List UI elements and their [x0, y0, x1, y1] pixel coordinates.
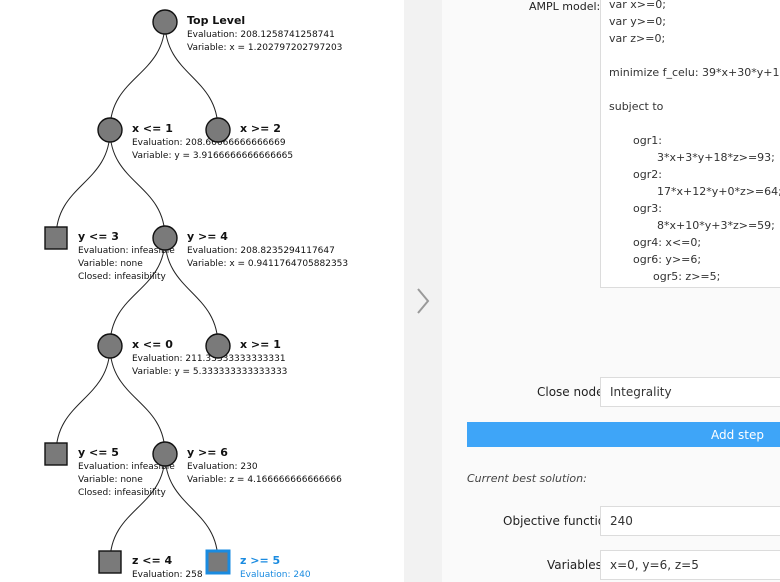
tree-node-detail: Evaluation: 208.8235294117647 — [187, 246, 335, 256]
tree-node-detail: Variable: y = 5.333333333333333 — [132, 367, 287, 377]
tree-edge — [164, 237, 219, 347]
ampl-line: ogr3: — [633, 202, 662, 215]
tree-node-title: z >= 5 — [240, 554, 280, 567]
tree-edge — [109, 129, 166, 239]
tree-edge — [55, 345, 111, 455]
tree-node-detail: Variable: none — [78, 475, 143, 485]
tree-node-title: y >= 4 — [187, 230, 228, 243]
tree-node-detail: Closed: infeasibility — [78, 488, 166, 498]
best-solution-title: Current best solution: — [467, 472, 587, 485]
ampl-line: ogr5: z>=5; — [653, 270, 721, 283]
tree-node-root[interactable] — [152, 9, 178, 35]
tree-edge — [109, 453, 166, 563]
tree-node-detail: Variable: x = 0.9411764705882353 — [187, 259, 348, 269]
tree-node-n1[interactable] — [97, 117, 123, 143]
tree-node-n4[interactable] — [152, 225, 178, 251]
tree-edge — [164, 21, 219, 131]
tree-node-detail: Evaluation: 208.66666666666669 — [132, 138, 286, 148]
variables-label: Variables: — [547, 558, 606, 572]
right-panel: AMPL model: var x>=0; var y>=0; var z>=0; m… — [442, 0, 780, 582]
ampl-line: 17*x+12*y+0*z>=64; — [657, 185, 780, 198]
tree-node-detail: Evaluation: 258 — [132, 570, 203, 580]
tree-edge — [164, 453, 219, 563]
close-node-select[interactable]: Integrality — [600, 377, 780, 407]
tree-edge — [109, 237, 166, 347]
ampl-line: 3*x+3*y+18*z>=93; — [657, 151, 775, 164]
tree-node-detail: Variable: z = 4.166666666666666 — [187, 475, 342, 485]
tree-node-n5[interactable] — [97, 333, 123, 359]
tree-node-detail: Evaluation: infeasible — [78, 462, 175, 472]
ampl-line: var z>=0; — [609, 32, 666, 45]
tree-node-title: Top Level — [187, 14, 245, 27]
ampl-line: ogr4: x<=0; — [633, 236, 702, 249]
ampl-line: ogr6: y>=6; — [633, 253, 702, 266]
tree-node-detail: Evaluation: 208.1258741258741 — [187, 30, 335, 40]
objective-function-field[interactable]: 240 — [600, 506, 780, 536]
add-step-button[interactable]: Add step — [467, 422, 780, 447]
tree-node-n7[interactable] — [44, 442, 68, 466]
ampl-model-label: AMPL model: — [529, 0, 601, 13]
tree-node-title: x <= 1 — [132, 122, 173, 135]
tree-node-detail: Evaluation: 230 — [187, 462, 258, 472]
tree-node-detail: Closed: infeasibility — [78, 272, 166, 282]
tree-node-title: y <= 3 — [78, 230, 119, 243]
tree-edge — [109, 21, 166, 131]
ampl-line: ogr1: — [633, 134, 662, 147]
variables-field[interactable]: x=0, y=6, z=5 — [600, 550, 780, 580]
ampl-line: var x>=0; — [609, 0, 666, 11]
ampl-line: subject to — [609, 100, 664, 113]
chevron-right-icon[interactable] — [413, 286, 433, 316]
tree-node-detail: Variable: none — [78, 259, 143, 269]
close-node-label: Close node: — [537, 385, 608, 399]
tree-node-title: z <= 4 — [132, 554, 172, 567]
tree-node-n6[interactable] — [205, 333, 231, 359]
ampl-line: 8*x+10*y+3*z>=59; — [657, 219, 775, 232]
tree-node-detail: Evaluation: 240 — [240, 570, 311, 580]
tree-node-detail: Variable: y = 3.9166666666666665 — [132, 151, 293, 161]
tree-node-title: x >= 1 — [240, 338, 281, 351]
tree-node-n9[interactable] — [98, 550, 122, 574]
objective-function-label: Objective function: — [503, 514, 617, 528]
tree-node-title: y <= 5 — [78, 446, 119, 459]
divider-panel — [404, 0, 442, 582]
tree-node-title: x >= 2 — [240, 122, 281, 135]
tree-node-n10[interactable] — [205, 549, 231, 575]
tree-edge — [55, 129, 111, 239]
tree-node-title: y >= 6 — [187, 446, 228, 459]
ampl-line: var y>=0; — [609, 15, 666, 28]
tree-node-n2[interactable] — [205, 117, 231, 143]
ampl-line: minimize f_celu: 39*x+30*y+12*z; — [609, 66, 780, 79]
tree-node-n8[interactable] — [152, 441, 178, 467]
tree-node-detail: Variable: x = 1.202797202797203 — [187, 43, 342, 53]
tree-node-detail: Evaluation: 211.33333333333331 — [132, 354, 286, 364]
tree-node-detail: Evaluation: infeasible — [78, 246, 175, 256]
ampl-model-textarea[interactable]: var x>=0; var y>=0; var z>=0; minimize f_ce… — [600, 0, 780, 288]
tree-node-title: x <= 0 — [132, 338, 173, 351]
tree-node-n3[interactable] — [44, 226, 68, 250]
tree-edge — [109, 345, 166, 455]
ampl-line: ogr2: — [633, 168, 662, 181]
